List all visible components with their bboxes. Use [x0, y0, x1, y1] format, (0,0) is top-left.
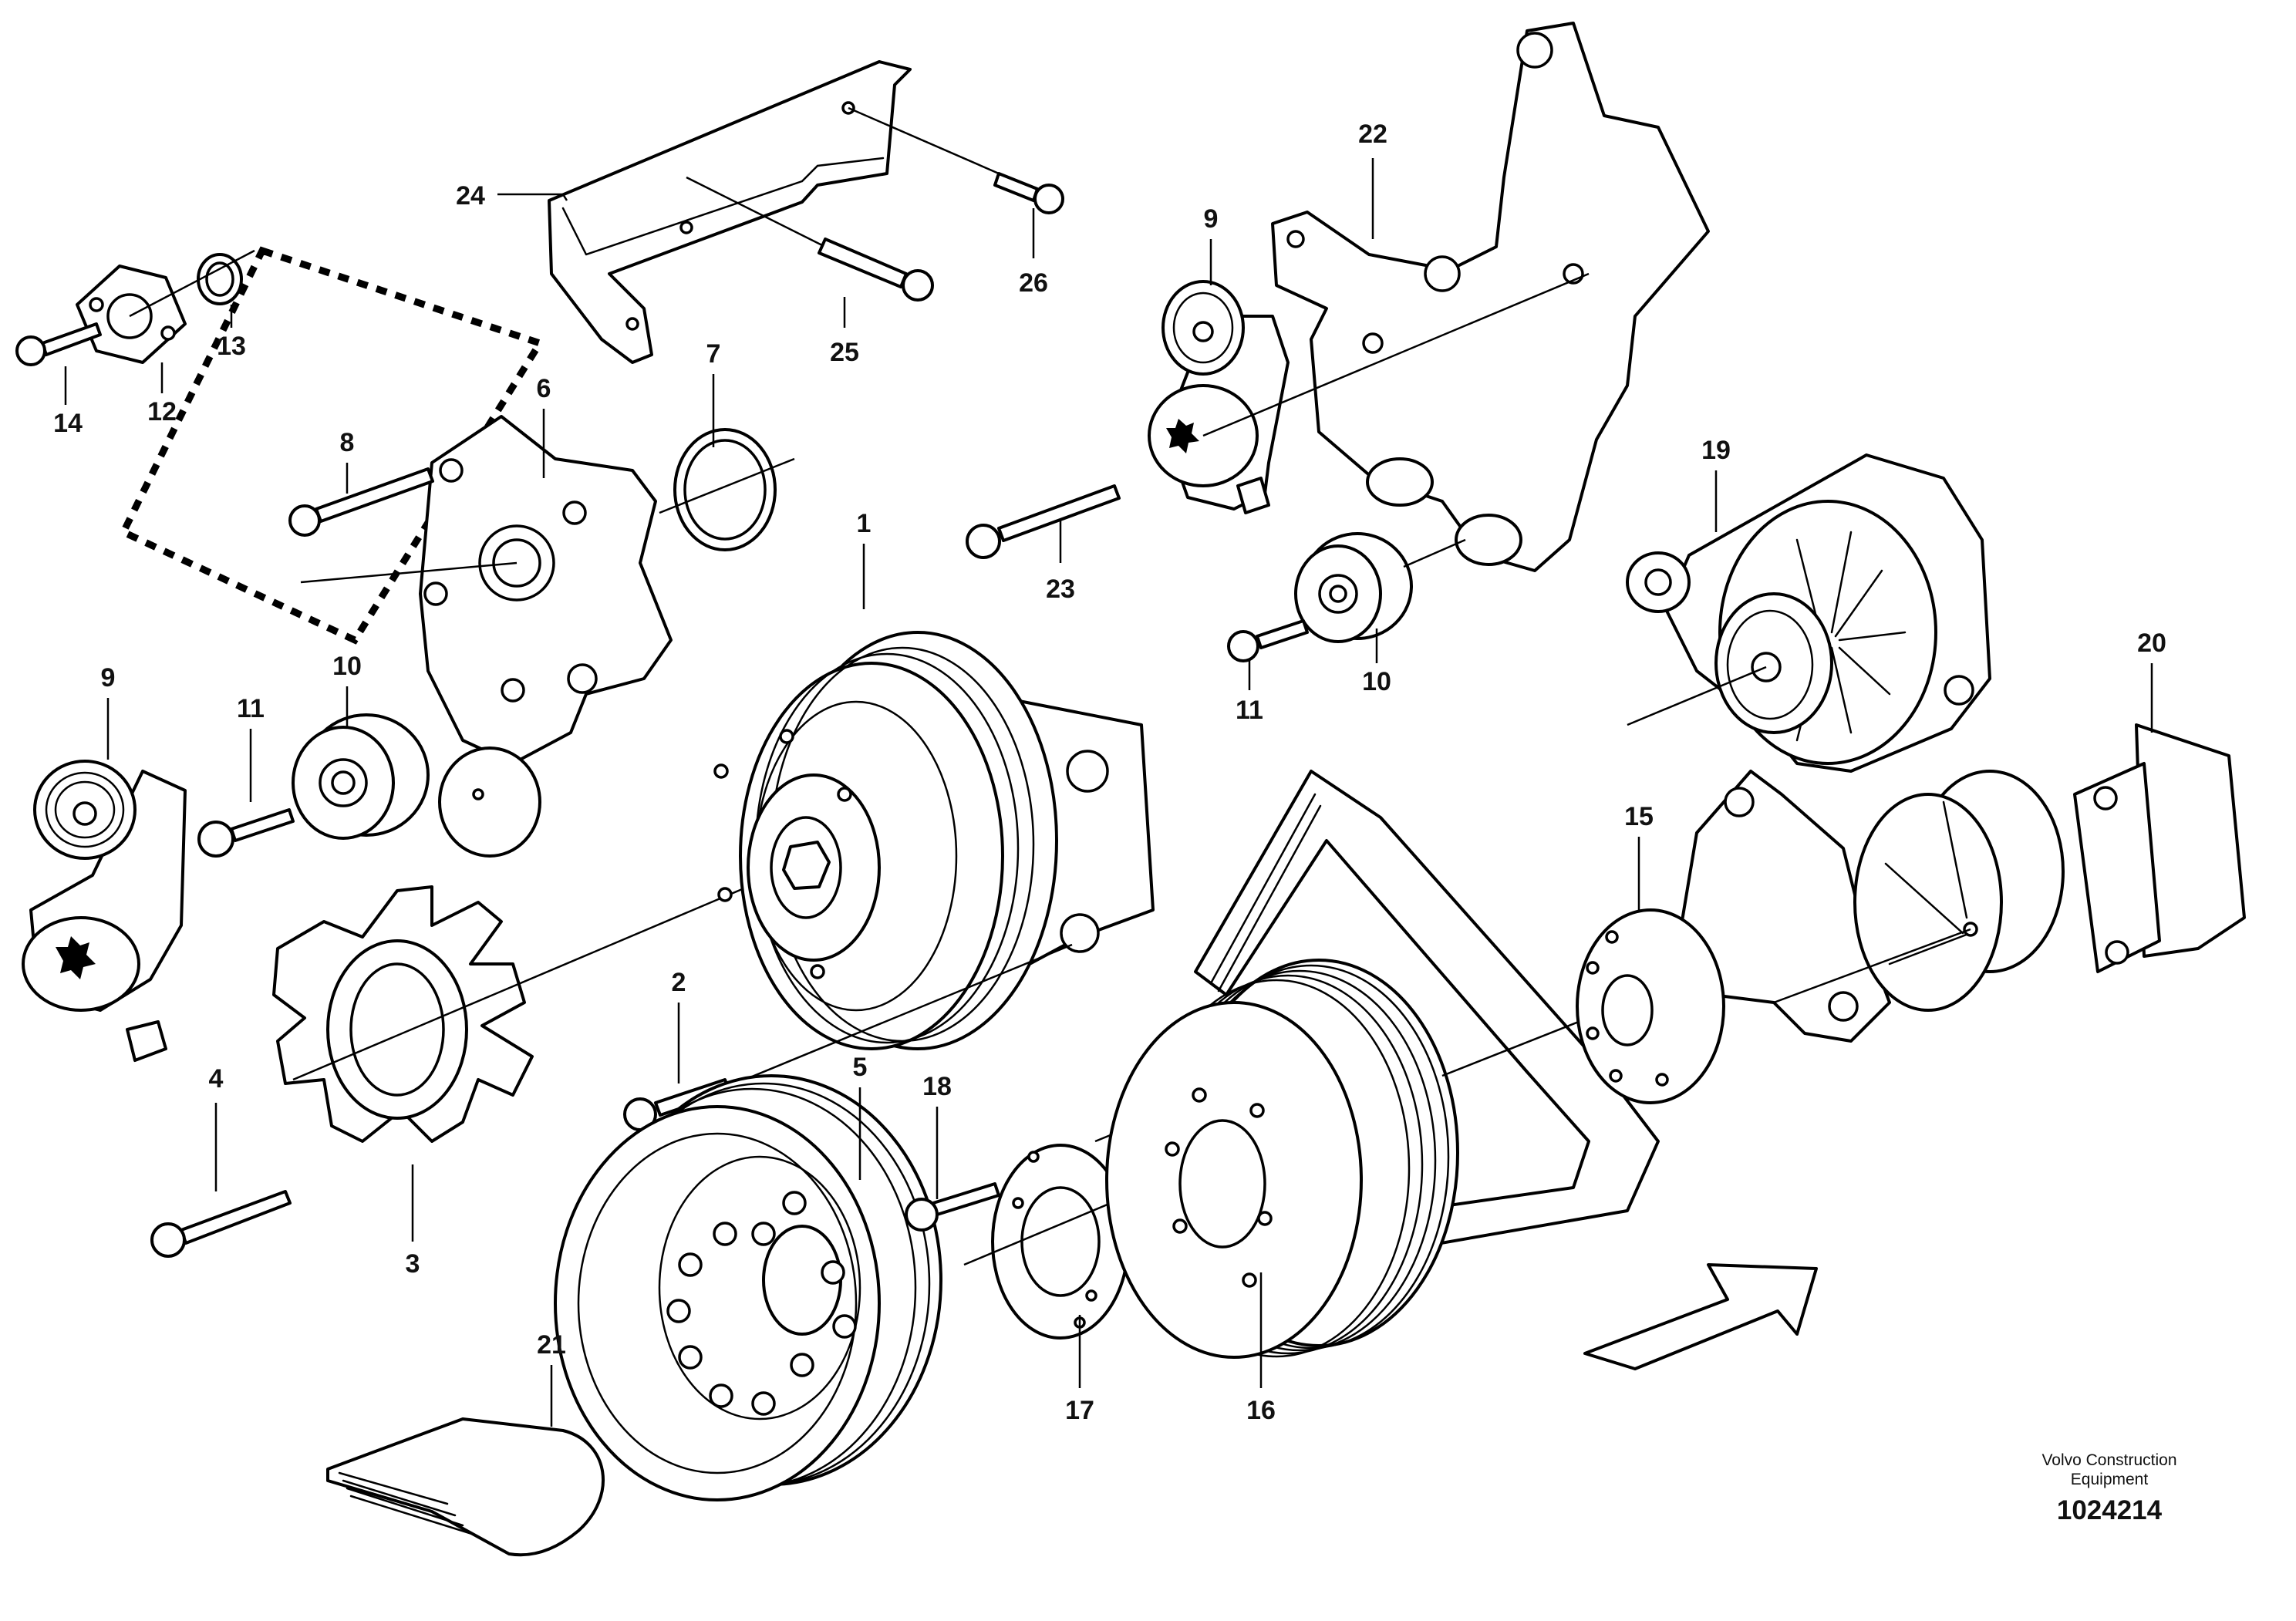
callout-3: 3 — [406, 1249, 420, 1279]
callout-20: 20 — [2137, 629, 2166, 658]
callout-11-left: 11 — [237, 694, 265, 723]
callout-16: 16 — [1246, 1396, 1276, 1425]
callout-6: 6 — [537, 374, 551, 403]
callout-8: 8 — [340, 428, 355, 457]
callout-26: 26 — [1019, 268, 1048, 298]
callout-11-right: 11 — [1236, 696, 1263, 725]
callout-22: 22 — [1358, 120, 1387, 149]
figure-number: 1024214 — [2057, 1495, 2163, 1525]
part-17-plate — [963, 1097, 1200, 1340]
part-23-bolt — [966, 484, 1121, 559]
part-20-compressor — [1773, 723, 2246, 1012]
part-9-tensioner-left — [22, 760, 187, 1062]
part-11-bolt-right — [1227, 619, 1309, 662]
part-14-bolt — [15, 249, 255, 366]
part-12-flange — [76, 265, 187, 364]
footer-branding: Volvo Construction Equipment 1024214 — [2041, 1451, 2176, 1525]
part-5-crank-pulley — [554, 1074, 942, 1501]
callout-4: 4 — [209, 1064, 224, 1094]
callout-5: 5 — [853, 1053, 868, 1082]
callout-2: 2 — [672, 968, 686, 997]
leader-lines — [64, 158, 2153, 1427]
direction-arrow — [1583, 1263, 1818, 1370]
callout-18: 18 — [922, 1072, 952, 1101]
callout-17: 17 — [1065, 1396, 1094, 1425]
part-9-tensioner-upper — [1148, 272, 1590, 514]
part-22-bracket — [1271, 22, 1710, 572]
callout-9-left: 9 — [101, 663, 116, 693]
part-6-housing — [300, 415, 673, 858]
callout-10-right: 10 — [1362, 667, 1391, 696]
callout-23: 23 — [1046, 575, 1075, 604]
callout-12: 12 — [147, 397, 177, 426]
callout-10-left: 10 — [332, 652, 362, 681]
part-24-bracket — [548, 60, 912, 364]
callout-25: 25 — [830, 338, 859, 367]
part-26-bolt — [848, 106, 1064, 214]
part-11-bolt-left — [197, 808, 295, 858]
part-16-pulley — [1105, 959, 1628, 1359]
callout-7: 7 — [706, 339, 721, 369]
part-3-impeller — [272, 862, 803, 1143]
callout-15: 15 — [1624, 802, 1654, 831]
part-7-o-ring — [659, 428, 795, 551]
callout-21: 21 — [537, 1330, 566, 1360]
part-10-idler-left — [292, 713, 430, 840]
part-19-alternator — [1626, 453, 1991, 773]
brand-line-2: Equipment — [2071, 1471, 2149, 1488]
part-21-belt-segment — [326, 1417, 605, 1557]
callout-1: 1 — [857, 509, 872, 538]
callout-13: 13 — [217, 332, 246, 361]
part-1-water-pump — [713, 631, 1155, 1050]
part-4-bolt — [150, 1190, 292, 1258]
part-8-bolt — [288, 467, 434, 537]
part-10-idler-right — [1294, 532, 1466, 643]
gasket-outline — [118, 246, 545, 645]
part-15-fan-hub — [1576, 770, 1891, 1104]
callout-9-upper: 9 — [1204, 204, 1219, 234]
callout-14: 14 — [53, 409, 83, 438]
callout-24: 24 — [456, 181, 485, 211]
part-13-seal-ring — [197, 253, 243, 305]
callout-labels: 1 2 3 4 5 6 7 8 9 9 10 10 11 11 12 13 14… — [53, 120, 2166, 1425]
part-25-bolt — [686, 176, 934, 302]
part-18-bolt — [905, 1182, 1000, 1232]
callout-19: 19 — [1701, 436, 1731, 465]
brand-line-1: Volvo Construction — [2041, 1451, 2176, 1469]
